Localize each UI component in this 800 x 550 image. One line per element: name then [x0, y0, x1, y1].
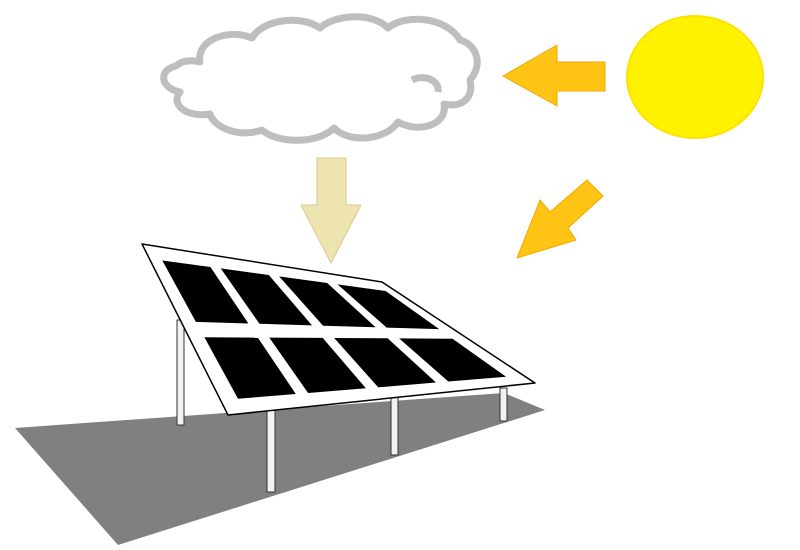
panel-cell: [337, 284, 440, 330]
diffuse-radiation-arrow-icon: [300, 157, 362, 264]
panel-cell-grid: [162, 260, 507, 399]
cloud-icon: [160, 13, 481, 144]
ground-shadow: [15, 393, 545, 545]
solar-panel-icon: [141, 243, 536, 416]
sun-to-cloud-arrow-icon: [502, 44, 606, 107]
support-post-front-middle: [390, 396, 399, 456]
panel-cell: [204, 337, 296, 399]
sun-icon: [626, 15, 764, 139]
support-post-front-left: [266, 409, 276, 493]
support-post-back-left: [176, 319, 185, 426]
sun-to-panel-arrow-icon: [516, 179, 604, 259]
panel-cell: [162, 260, 249, 324]
panel-cell: [220, 268, 312, 326]
panel-cell: [269, 337, 366, 393]
panel-cell: [399, 338, 507, 382]
panel-cell: [279, 276, 376, 328]
panel-cell: [334, 338, 436, 388]
support-post-back-right: [499, 387, 508, 422]
